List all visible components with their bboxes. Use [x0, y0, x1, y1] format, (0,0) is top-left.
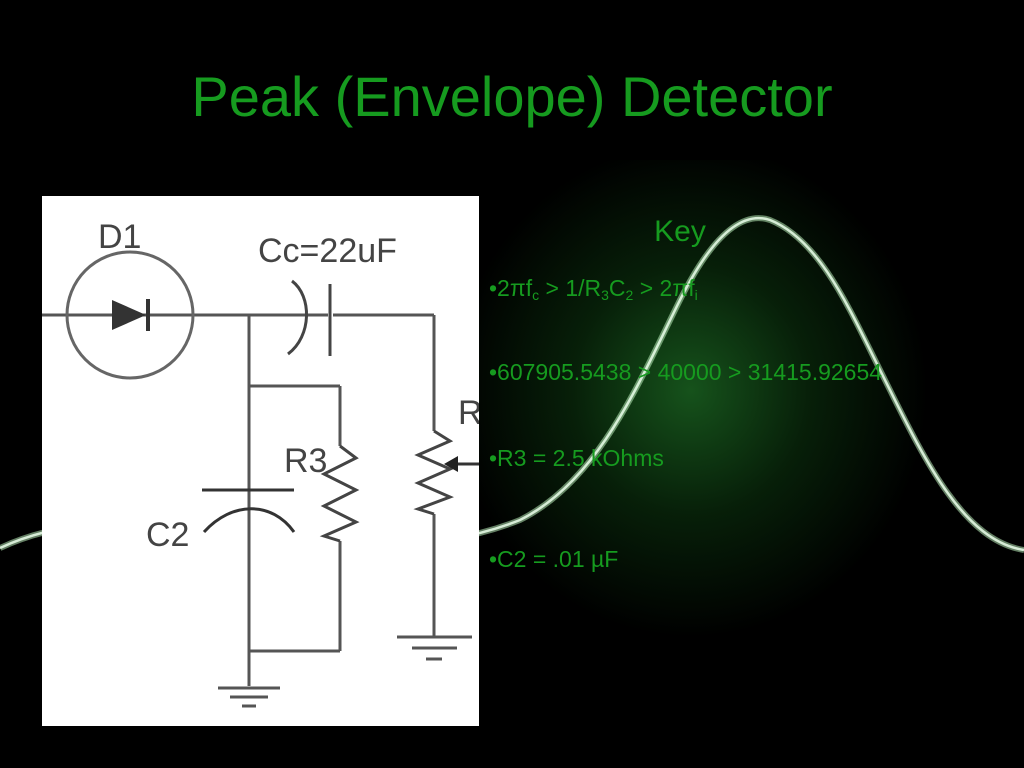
coupling-capacitor-label: Cc=22uF	[258, 232, 397, 270]
ground-symbol-left	[218, 686, 280, 708]
diode-d1-symbol	[65, 250, 195, 380]
background-glow	[470, 160, 930, 640]
key-bullet-numeric-values: •607905.5438 > 40000 > 31415.92654	[489, 359, 883, 385]
coupling-capacitor-symbol	[287, 279, 332, 356]
capacitor-c2-symbol	[202, 488, 296, 534]
capacitor-c2-label: C2	[146, 516, 189, 554]
resistor-r3-label: R3	[284, 442, 327, 480]
resistor-r3-symbol	[319, 444, 360, 543]
key-bullet-c2-value: •C2 = .01 µF	[489, 546, 619, 572]
ground-symbol-right	[397, 635, 472, 661]
diode-label: D1	[98, 218, 141, 256]
potentiometer-label: R	[458, 394, 479, 432]
key-bullet-r3-value: •R3 = 2.5 kOhms	[489, 445, 664, 471]
slide-title: Peak (Envelope) Detector	[191, 65, 833, 128]
key-bullet-frequency-inequality: •2πfc > 1/R3C2 > 2πfi	[489, 275, 698, 303]
potentiometer-symbol	[413, 429, 479, 516]
circuit-diagram: D1 Cc=22uF C2 R3 R	[42, 196, 479, 726]
key-heading: Key	[654, 215, 706, 248]
